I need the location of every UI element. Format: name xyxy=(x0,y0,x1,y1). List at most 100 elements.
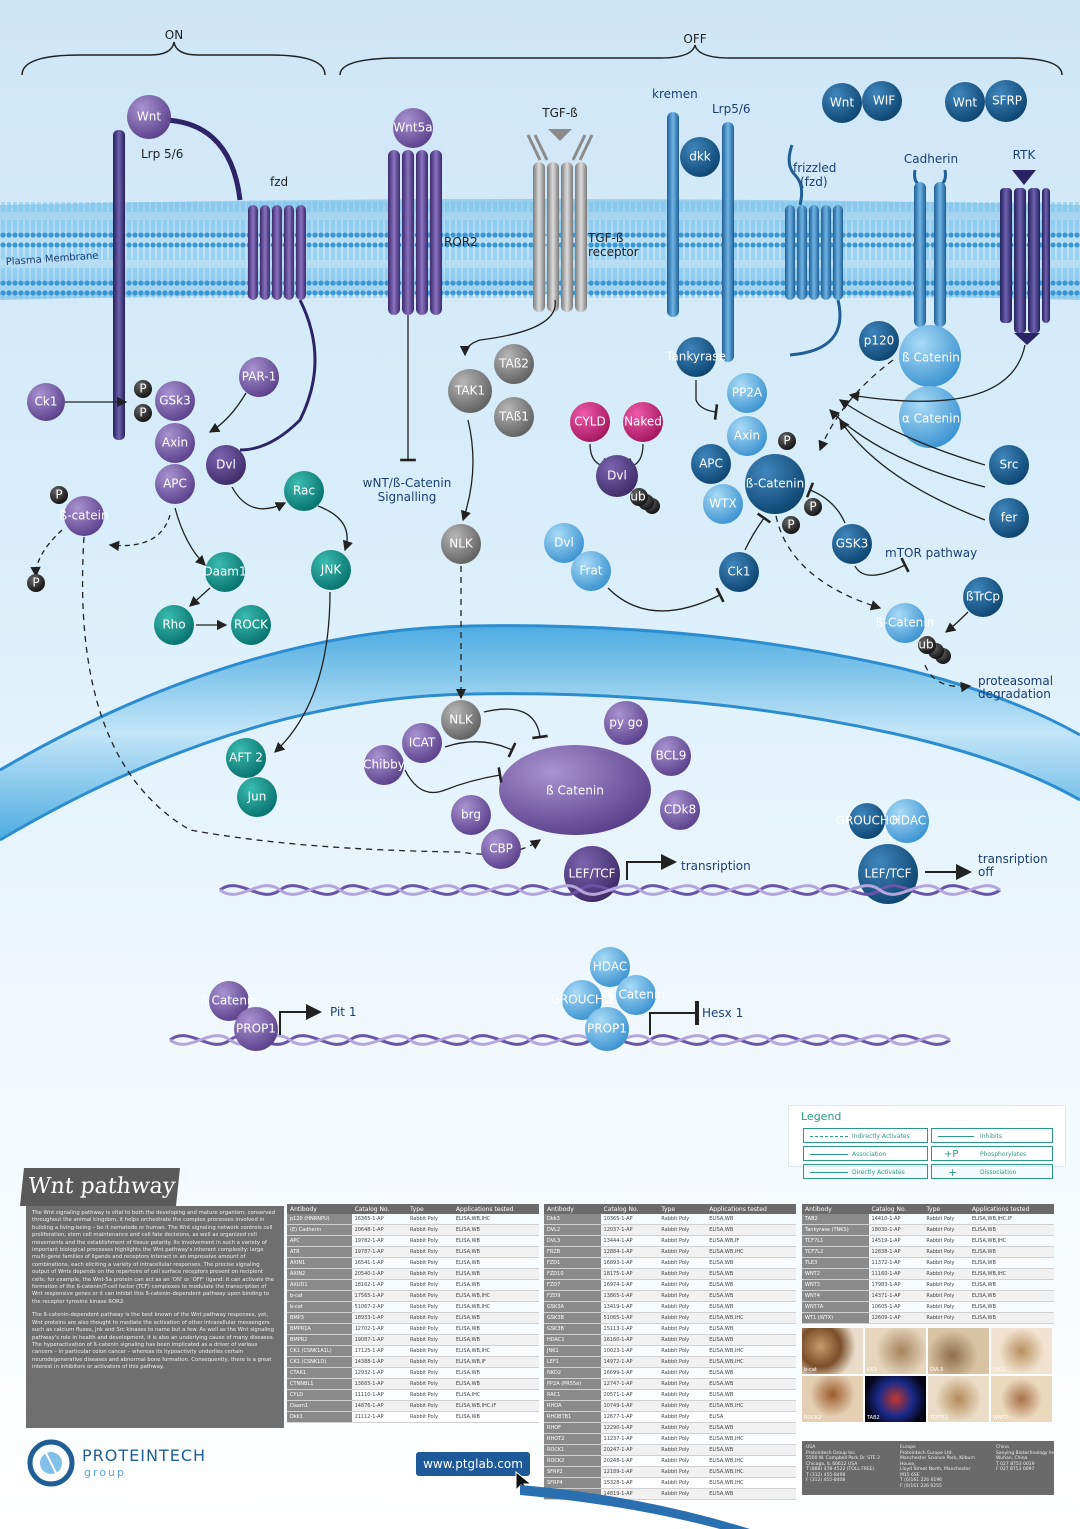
prop1-label: PROP1 xyxy=(236,1022,276,1036)
hdac-label: HDAC xyxy=(892,814,926,828)
prop1-complex-on: ß Catenin PROP1 Pit 1 xyxy=(200,981,356,1051)
table-cell: 14371-1-AP xyxy=(868,1290,924,1302)
ck1-off-node xyxy=(719,552,759,592)
tgfb-receptor-label-1: TGF-ß xyxy=(587,231,624,245)
dvl-label: Dvl xyxy=(216,458,236,472)
nucleus-contents: AFT 2 Jun ß Catenin py go BCL9 CDk8 brg … xyxy=(226,700,1048,904)
table-cell: TAB2 xyxy=(802,1214,869,1225)
tab2-label: TAß2 xyxy=(498,357,529,371)
table-cell: Rabbit Poly xyxy=(406,1389,453,1401)
table-cell: ELISA,WB,IHC xyxy=(452,1345,539,1357)
table-cell: 10749-1-AP xyxy=(600,1400,659,1412)
table-cell: Rabbit Poly xyxy=(923,1235,969,1247)
table-cell: ELISA,WB xyxy=(968,1257,1054,1269)
b-catenin-prop-label: ß Catenin xyxy=(200,994,258,1008)
table-cell: Rabbit Poly xyxy=(658,1246,707,1258)
table-cell: Dkk1 xyxy=(287,1411,352,1423)
table-cell: ROCK2 xyxy=(544,1455,601,1467)
table-cell: ELISA,WB,IHC xyxy=(968,1235,1054,1247)
wnt-pathway-diagram: ON OFF Plasma Membrane Wnt Lrp 5/6 fzd xyxy=(0,28,1080,1051)
table-cell: 17125-1-AP xyxy=(351,1345,407,1357)
photo-tile: WNT2 xyxy=(991,1376,1052,1422)
cadherin-receptor: Cadherin p120 ß Catenin α Catenin xyxy=(859,152,961,448)
jun-label: Jun xyxy=(247,790,267,804)
table-cell: Rabbit Poly xyxy=(658,1290,707,1302)
table-cell: PP2A (PR55a) xyxy=(544,1378,601,1390)
wif-label: WIF xyxy=(873,94,895,108)
table-cell: FZD9 xyxy=(544,1290,601,1302)
table-cell: 16541-1-AP xyxy=(351,1257,407,1269)
par1-label: PAR-1 xyxy=(242,370,277,384)
photo-caption: TAB2 xyxy=(867,1415,880,1421)
table-cell: 17983-1-AP xyxy=(868,1279,924,1291)
photo-tile: DVL3 xyxy=(928,1328,989,1374)
table-cell: WNT4 xyxy=(802,1290,869,1302)
dna-strand-1 xyxy=(219,884,1001,896)
table-cell: ELISA,WB xyxy=(452,1323,539,1335)
table-cell: 51065-1-AP xyxy=(600,1312,659,1324)
table-cell: ELISA,WB xyxy=(706,1301,796,1313)
table-cell: TCF7L1 xyxy=(802,1235,869,1247)
phospho-label-4: P xyxy=(32,576,39,590)
table-cell: (E) Cadherin xyxy=(287,1224,352,1236)
table-cell: 19787-1-AP xyxy=(351,1246,407,1258)
frizzled-label-1: frizzled xyxy=(793,161,836,175)
table-cell: Rabbit Poly xyxy=(406,1257,453,1269)
table-cell: Rabbit Poly xyxy=(658,1334,707,1346)
table-cell: ELISA,WB,IHC xyxy=(452,1290,539,1302)
table-cell: Rabbit Poly xyxy=(658,1323,707,1335)
table-cell: 17565-1-AP xyxy=(351,1290,407,1302)
table-cell: ELISA,WB xyxy=(706,1367,796,1379)
ub-label-2: ub xyxy=(918,638,933,652)
kremen-label: kremen xyxy=(652,87,698,101)
stain-photos: b-cat CK1 DVL3 JNK1 ROCK2 TAB2 TCF7L1 WN… xyxy=(802,1328,1054,1424)
sfrp-label: SFRP xyxy=(992,94,1022,108)
table-cell: 20540-1-AP xyxy=(351,1268,407,1280)
table-cell: AXUD1 xyxy=(287,1279,352,1291)
ub-label-1: ub xyxy=(630,490,645,504)
table-cell: Rabbit Poly xyxy=(658,1257,707,1269)
daam1-node xyxy=(205,552,245,592)
website-button[interactable]: www.ptglab.com xyxy=(416,1452,530,1476)
table-cell: Tankyrase (TNKS) xyxy=(802,1224,869,1236)
legend-dissociation-label: Dissociation xyxy=(980,1169,1017,1176)
axin-off-label: Axin xyxy=(734,429,760,443)
table-cell: Rabbit Poly xyxy=(658,1356,707,1368)
table-cell: GSK3B xyxy=(544,1323,601,1335)
legend-inhibits-label: Inhibits xyxy=(980,1133,1002,1140)
table-cell: Rabbit Poly xyxy=(658,1268,707,1280)
table-cell: CYLD xyxy=(287,1389,352,1401)
lrp56-on-receptor: Wnt Lrp 5/6 xyxy=(113,95,243,440)
nlk-nuclear-label: NLK xyxy=(449,713,474,727)
phospho-node-1 xyxy=(134,380,152,398)
table-cell: p120 (HNRNPU) xyxy=(287,1214,352,1225)
table-cell: 14876-1-AP xyxy=(351,1400,407,1412)
table-cell: Rabbit Poly xyxy=(658,1279,707,1291)
table-cell: 10365-1-AP xyxy=(600,1214,659,1225)
table-cell: ELISA,WB xyxy=(706,1290,796,1302)
rtk-receptor: RTK xyxy=(1000,148,1050,345)
bcl9-label: BCL9 xyxy=(656,749,687,763)
intro-paragraph-2: The ß-catenin-dependent pathway is the b… xyxy=(32,1312,275,1371)
on-cytoplasm: Ck1 GSk3 P P Axin APC Dvl PAR-1 ß-catein… xyxy=(27,315,542,855)
proteasomal-label-1: proteasomal xyxy=(978,674,1053,688)
logo-text-1: PROTEINTECH xyxy=(82,1446,207,1465)
table-cell: ELISA,WB xyxy=(706,1224,796,1236)
phospho-label-1: P xyxy=(139,382,146,396)
b-catein-node xyxy=(64,496,104,536)
table-cell: Rabbit Poly xyxy=(923,1290,969,1302)
table-cell: 15113-1-AP xyxy=(600,1323,659,1335)
off-label: OFF xyxy=(683,32,706,46)
